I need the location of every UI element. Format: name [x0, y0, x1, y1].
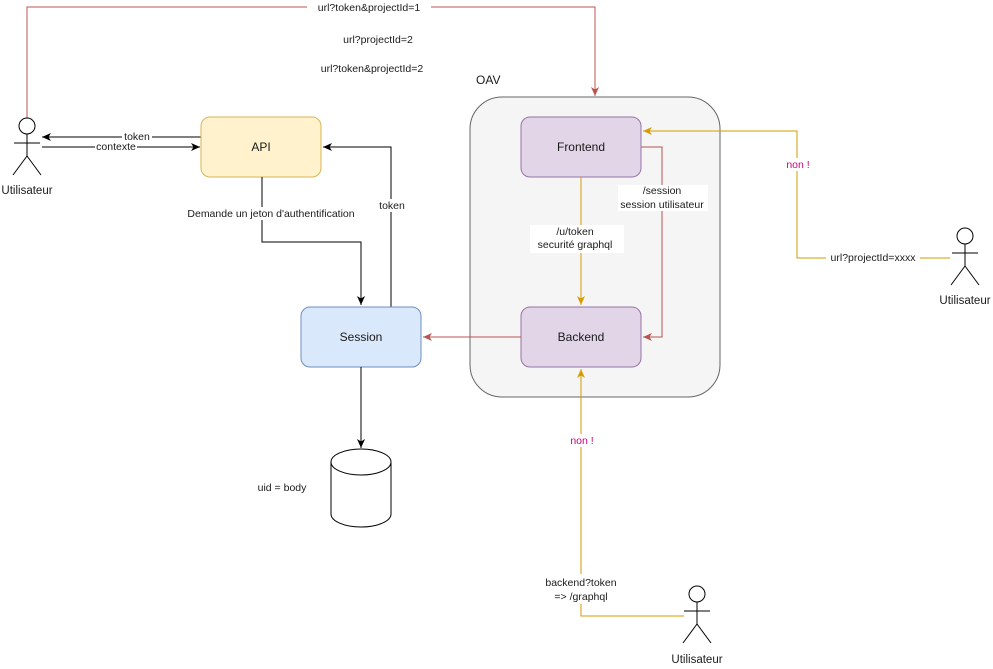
- edge-label-url-token-project-2: url?token&projectId=2: [321, 63, 424, 75]
- backend-node-label: Backend: [558, 330, 605, 344]
- edge-label-right-url: url?projectId=xxxx: [831, 252, 917, 264]
- edge-label-token-session: token: [379, 200, 405, 212]
- edge-session-token-to-api: [323, 143, 392, 307]
- oav-group-label: OAV: [476, 73, 500, 87]
- edge-label-session-utilisateur: session utilisateur: [620, 199, 704, 211]
- edge-api-to-session: [261, 177, 365, 305]
- edge-label-url-project-2: url?projectId=2: [343, 34, 413, 46]
- edge-frontend-session-to-backend: [641, 146, 663, 341]
- database-note: uid = body: [258, 482, 307, 494]
- edge-label-backend-token: backend?token: [545, 577, 616, 589]
- database-cylinder[interactable]: [330, 448, 392, 528]
- session-node-label: Session: [340, 330, 383, 344]
- actor-left-icon[interactable]: [12, 117, 42, 176]
- edge-bottom-user-to-backend: [577, 369, 684, 617]
- frontend-node-label: Frontend: [557, 140, 605, 154]
- actor-right-icon[interactable]: [950, 227, 980, 286]
- api-node[interactable]: [200, 116, 322, 178]
- actor-right-label: Utilisateur: [939, 295, 990, 307]
- edge-label-session-path: /session: [643, 185, 682, 197]
- actor-bottom-label: Utilisateur: [671, 654, 722, 666]
- edge-label-right-non: non !: [786, 159, 809, 171]
- edge-label-bottom-non: non !: [570, 435, 593, 447]
- edge-label-contexte: contexte: [96, 141, 136, 153]
- edge-label-demande-jeton: Demande un jeton d'authentification: [187, 208, 354, 220]
- actor-bottom-icon[interactable]: [682, 585, 712, 644]
- edge-label-securite-graphql: securité graphql: [538, 239, 613, 251]
- edge-label-u-token: /u/token: [556, 226, 594, 238]
- edge-label-url-token-project-1: url?token&projectId=1: [318, 2, 421, 14]
- actor-left-label: Utilisateur: [1, 185, 52, 197]
- api-node-label: API: [251, 140, 270, 154]
- edge-label-graphql: => /graphql: [554, 591, 607, 603]
- edge-label-token-left: token: [124, 131, 150, 143]
